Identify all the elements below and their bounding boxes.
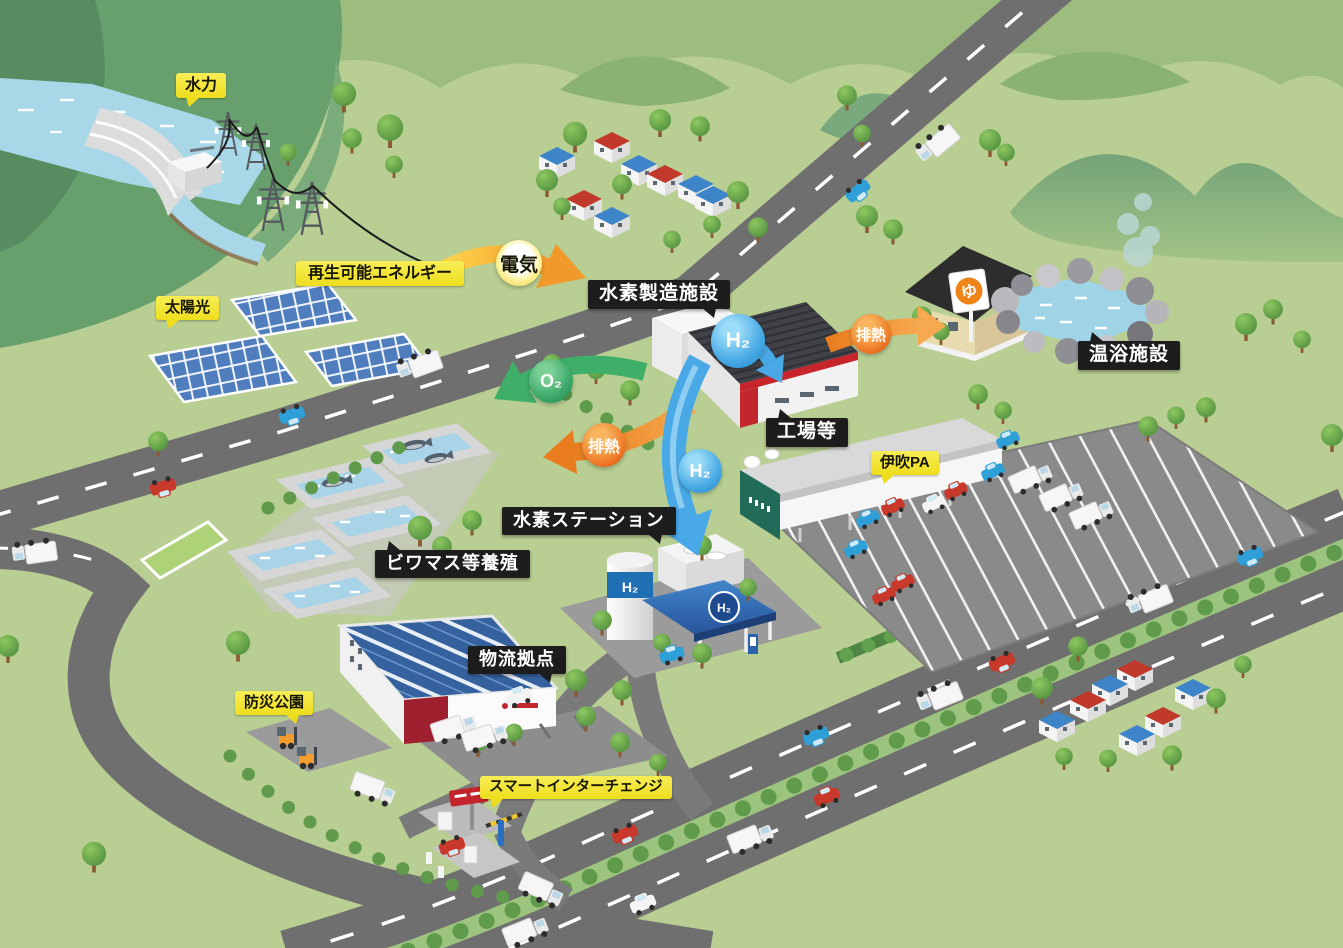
tank-h2-text: H₂	[622, 579, 638, 595]
electricity-badge: 電気	[496, 240, 542, 286]
h2-badge-bottom: H₂	[678, 449, 722, 493]
label-aquaculture: ビワマス等養殖	[375, 541, 530, 578]
local-road	[0, 0, 1073, 539]
label-logistics-hub: 物流拠点	[468, 646, 566, 683]
label-disaster-park: 防災公園	[235, 691, 314, 724]
label-bath-facility: 温浴施設	[1078, 332, 1181, 370]
h2-badge-top: H₂	[711, 314, 765, 368]
canopy-h2-text: H₂	[717, 601, 731, 615]
label-ibuki-pa: 伊吹PA	[871, 451, 939, 484]
rock-hot-spring-pool	[991, 193, 1169, 364]
steam	[1117, 193, 1160, 267]
village-north	[539, 132, 731, 238]
o2-badge: O₂	[529, 359, 573, 403]
label-smart-interchange: スマートインターチェンジ	[480, 776, 672, 809]
h2-arrow-to-station	[660, 354, 712, 556]
label-solar-power: 太陽光	[156, 296, 220, 329]
hydro-dam-scene	[0, 0, 438, 348]
label-hydrogen-plant: 水素製造施設	[588, 280, 731, 318]
hydrogen-station: H₂ H₂	[560, 534, 822, 678]
waste-heat-badge-right: 排熱	[851, 314, 891, 354]
label-factory: 工場等	[766, 409, 849, 447]
aquaculture-ponds	[139, 423, 500, 619]
waste-heat-badge-left: 排熱	[582, 423, 626, 467]
bath-sign-text: ゆ	[960, 282, 978, 302]
label-renewable-energy: 再生可能エネルギー	[296, 261, 465, 287]
label-hydrogen-station: 水素ステーション	[502, 507, 676, 544]
label-hydro-power: 水力	[176, 73, 227, 108]
